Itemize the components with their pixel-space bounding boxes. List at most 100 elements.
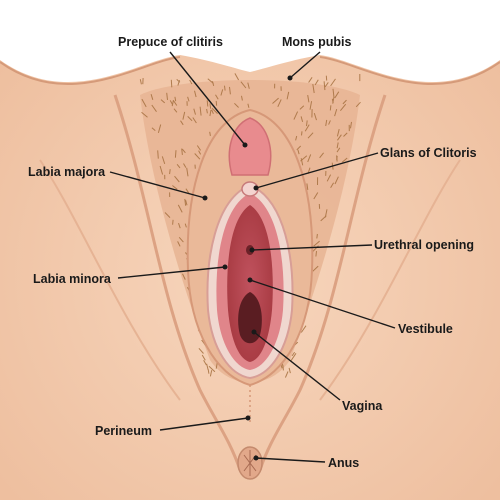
hair-strand	[209, 103, 212, 109]
hair-strand	[247, 103, 250, 108]
hair-strand	[181, 148, 183, 155]
hair-strand	[157, 124, 162, 134]
hair-strand	[196, 145, 202, 151]
hair-strand	[151, 127, 156, 131]
hair-strand	[193, 108, 196, 115]
hair-strand	[211, 109, 214, 115]
hair-strand	[206, 108, 208, 114]
hair-strand	[186, 167, 189, 177]
hair-strand	[177, 241, 181, 247]
hair-strand	[320, 215, 327, 222]
hair-strand	[173, 108, 178, 113]
hair-strand	[343, 132, 348, 137]
hair-strand	[315, 251, 317, 257]
hair-strand	[150, 94, 154, 100]
hair-strand	[209, 131, 211, 136]
hair-strand	[324, 82, 329, 88]
hair-strand	[336, 142, 339, 149]
hair-strand	[199, 106, 202, 116]
hair-strand	[160, 99, 166, 104]
hair-strand	[169, 100, 173, 105]
hair-strand	[308, 77, 313, 83]
hair-strand	[316, 233, 318, 239]
hair-strand	[187, 96, 190, 102]
groin-fold-left	[113, 94, 242, 471]
hair-strand	[209, 109, 212, 117]
hair-strand	[330, 182, 335, 189]
hair-strand	[177, 204, 183, 213]
hair-strand	[174, 175, 180, 183]
hair-strand	[272, 97, 279, 104]
hair-strand	[284, 371, 289, 378]
hair-strand	[234, 73, 240, 81]
hair-strand	[336, 134, 342, 141]
hair-strand	[325, 119, 328, 127]
hair-strand	[151, 104, 157, 112]
hair-strand	[176, 79, 181, 83]
hair-strand	[159, 165, 164, 175]
hair-strand	[203, 359, 207, 366]
hair-strand	[326, 174, 332, 182]
hair-strand	[293, 111, 299, 120]
hair-strand	[172, 99, 178, 106]
hair-strand	[184, 223, 187, 228]
thigh-line-left	[39, 159, 181, 401]
hair-strand	[312, 265, 319, 272]
label-prepuce: Prepuce of clitiris	[118, 35, 223, 49]
hair-strand	[331, 98, 334, 104]
hair-strand	[334, 108, 338, 117]
hair-strand	[194, 90, 197, 98]
hair-strand	[328, 120, 331, 125]
prepuce-shape	[228, 117, 272, 176]
label-labia-minora: Labia minora	[33, 272, 112, 286]
hair-strand	[220, 89, 224, 96]
hair-strand	[224, 85, 226, 91]
hair-strand	[277, 99, 282, 108]
hair-strand	[211, 107, 218, 114]
hair-strand	[306, 120, 308, 127]
hair-strand	[301, 131, 303, 136]
hair-strand	[313, 192, 319, 200]
hair-strand	[323, 81, 326, 91]
hair-strand	[307, 132, 314, 139]
hair-strand	[211, 81, 215, 87]
hair-strand	[161, 156, 166, 165]
hair-strand	[206, 363, 209, 370]
hair-strand	[172, 219, 174, 225]
hair-strand	[291, 351, 296, 357]
label-anus: Anus	[328, 456, 359, 470]
label-mons-pubis: Mons pubis	[282, 35, 351, 49]
hair-strand	[206, 100, 209, 107]
hair-strand	[139, 79, 142, 85]
hair-strand	[181, 148, 186, 154]
hair-strand	[171, 100, 174, 107]
hair-strand	[334, 91, 340, 99]
hair-strand	[207, 369, 210, 374]
hair-strand	[306, 183, 309, 190]
hair-strand	[209, 370, 213, 377]
hair-strand	[313, 112, 317, 121]
hair-strand	[296, 145, 302, 151]
hair-strand	[304, 124, 310, 132]
hair-strand	[286, 91, 290, 100]
hair-strand	[187, 116, 193, 122]
hair-strand	[288, 367, 291, 374]
hair-strand	[295, 135, 298, 141]
hair-strand	[184, 198, 187, 206]
hair-strand	[290, 353, 297, 361]
hair-strand	[174, 96, 177, 102]
hair-strand	[185, 188, 190, 194]
hair-strand	[169, 169, 171, 175]
groin-fold-right	[258, 94, 387, 471]
hair-strand	[330, 78, 336, 87]
hair-strand	[300, 158, 304, 166]
hair-strand	[340, 103, 347, 112]
hair-strand	[297, 149, 300, 155]
leader-lines	[109, 51, 396, 463]
hair-strand	[208, 365, 216, 373]
hair-strand	[141, 111, 148, 118]
hair-strand	[172, 185, 178, 190]
thigh-crease-left	[0, 56, 181, 86]
hair-strand	[314, 79, 319, 86]
